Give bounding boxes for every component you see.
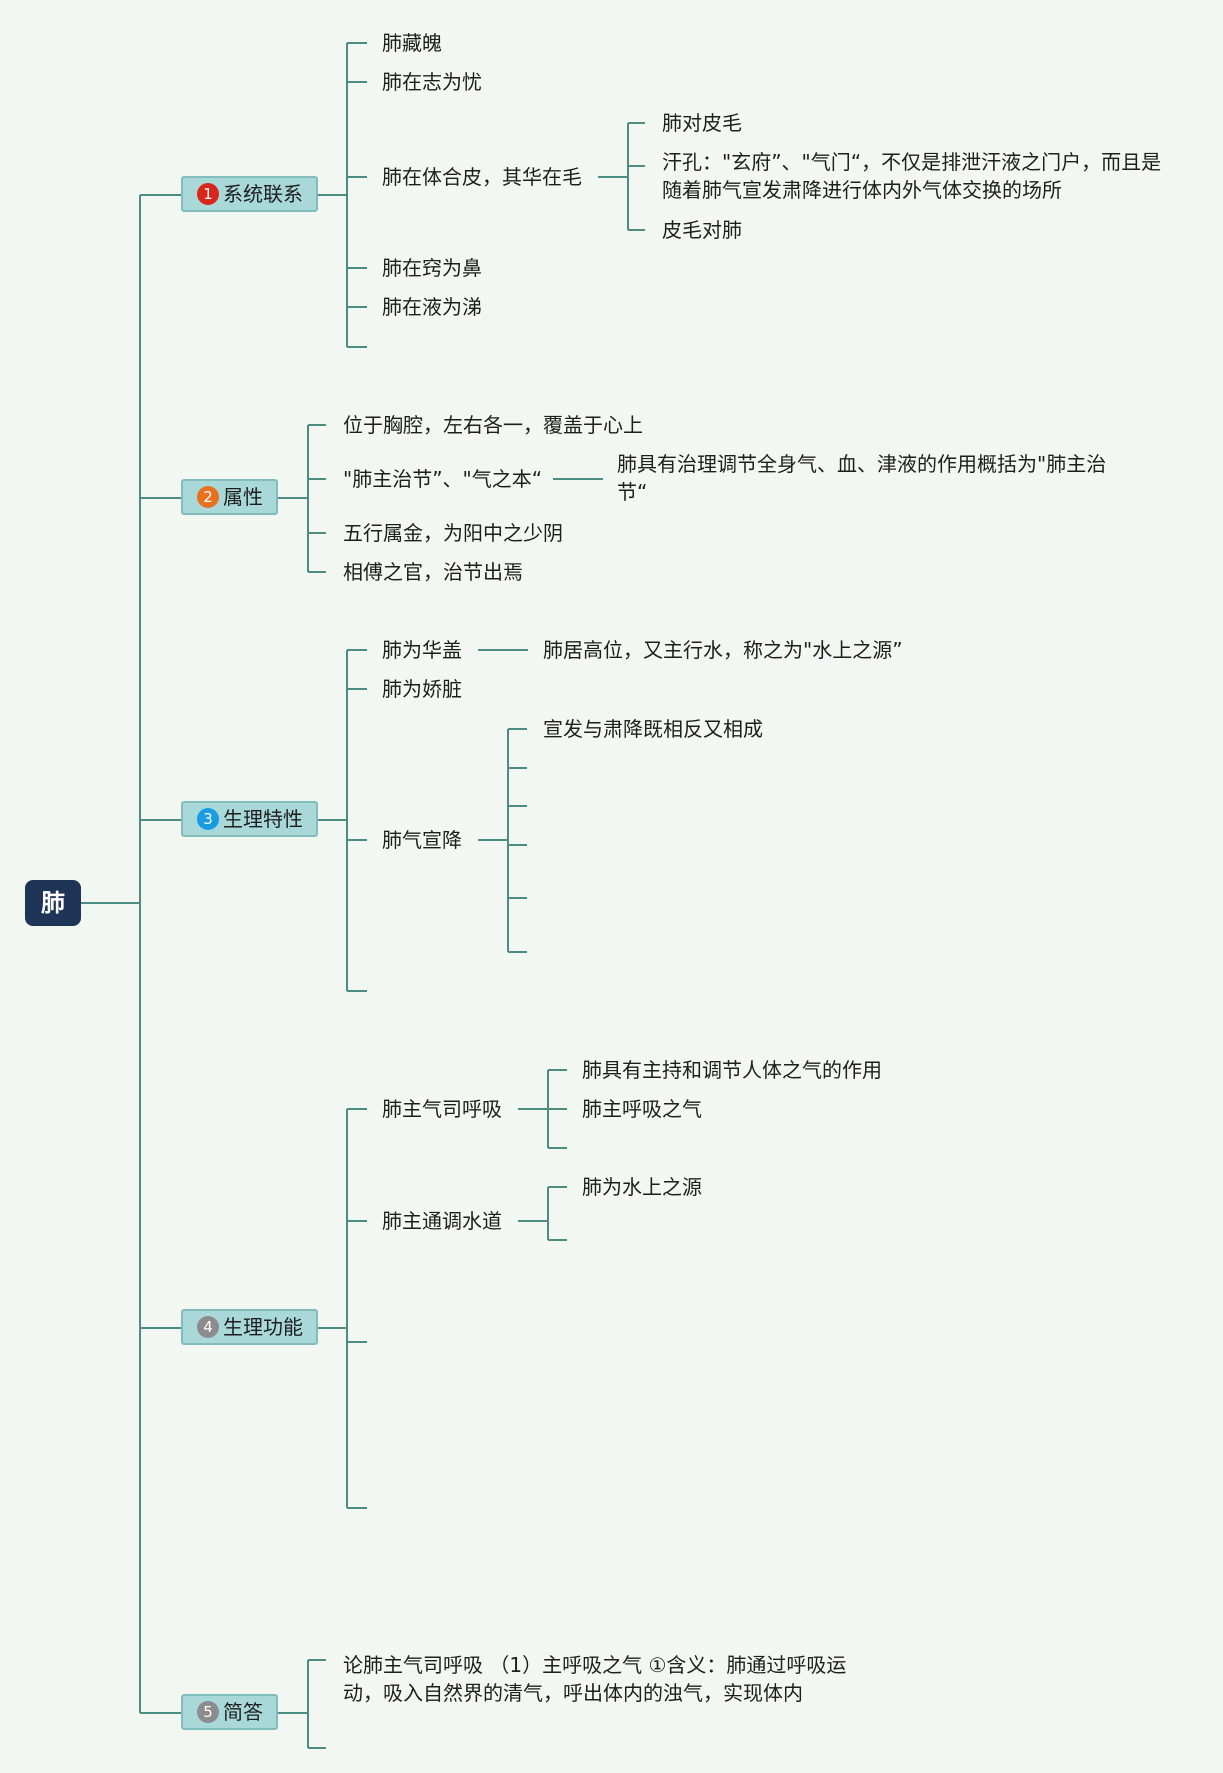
topic-node[interactable]: "肺主治节”、"气之本“ [343,467,543,491]
number-badge: 3 [197,808,219,830]
topic-node[interactable]: 五行属金，为阳中之少阴 [343,521,563,545]
subtopic-node[interactable]: 肺对皮毛 [662,111,742,135]
branch-physiological-functions[interactable]: 4 生理功能 [181,1309,318,1345]
number-badge: 1 [197,183,219,205]
topic-node[interactable]: 肺在志为忧 [382,70,482,94]
topic-node[interactable]: 肺在体合皮，其华在毛 [382,165,582,189]
branch-label: 简答 [223,1700,263,1724]
subtopic-node[interactable]: 皮毛对肺 [662,218,742,242]
subtopic-node[interactable]: 汗孔："玄府”、"气门“，不仅是排泄汗液之门户，而且是随着肺气宣发肃降进行体内外… [662,150,1162,202]
subtopic-node[interactable]: 宣发与肃降既相反又相成 [543,717,763,741]
topic-node[interactable]: 肺为华盖 [382,638,462,662]
number-badge: 4 [197,1316,219,1338]
topic-node[interactable]: 位于胸腔，左右各一，覆盖于心上 [343,413,643,437]
subtopic-node[interactable]: 肺具有主持和调节人体之气的作用 [582,1058,882,1082]
branch-label: 生理功能 [223,1315,303,1339]
branch-attributes[interactable]: 2 属性 [181,479,278,515]
topic-node[interactable]: 肺气宣降 [382,828,462,852]
branch-label: 属性 [223,485,263,509]
number-badge: 2 [197,486,219,508]
topic-node[interactable]: 肺藏魄 [382,31,442,55]
branch-system-links[interactable]: 1 系统联系 [181,176,318,212]
topic-node[interactable]: 肺在窍为鼻 [382,256,482,280]
branch-short-answer[interactable]: 5 简答 [181,1694,278,1730]
root-node[interactable]: 肺 [25,880,81,926]
subtopic-node[interactable]: 肺具有治理调节全身气、血、津液的作用概括为"肺主治节“ [617,452,1107,504]
topic-node[interactable]: 论肺主气司呼吸 （1）主呼吸之气 ①含义：肺通过呼吸运动，吸入自然界的清气，呼出… [343,1653,847,1705]
subtopic-node[interactable]: 肺居高位，又主行水，称之为"水上之源” [543,638,903,662]
topic-node[interactable]: 肺在液为涕 [382,295,482,319]
branch-physiological-traits[interactable]: 3 生理特性 [181,801,318,837]
topic-node[interactable]: 相傅之官，治节出焉 [343,560,523,584]
number-badge: 5 [197,1701,219,1723]
branch-label: 生理特性 [223,807,303,831]
branch-label: 系统联系 [223,182,303,206]
topic-node[interactable]: 肺为娇脏 [382,677,462,701]
topic-node[interactable]: 肺主通调水道 [382,1209,502,1233]
subtopic-node[interactable]: 肺为水上之源 [582,1175,702,1199]
subtopic-node[interactable]: 肺主呼吸之气 [582,1097,702,1121]
topic-node[interactable]: 肺主气司呼吸 [382,1097,502,1121]
